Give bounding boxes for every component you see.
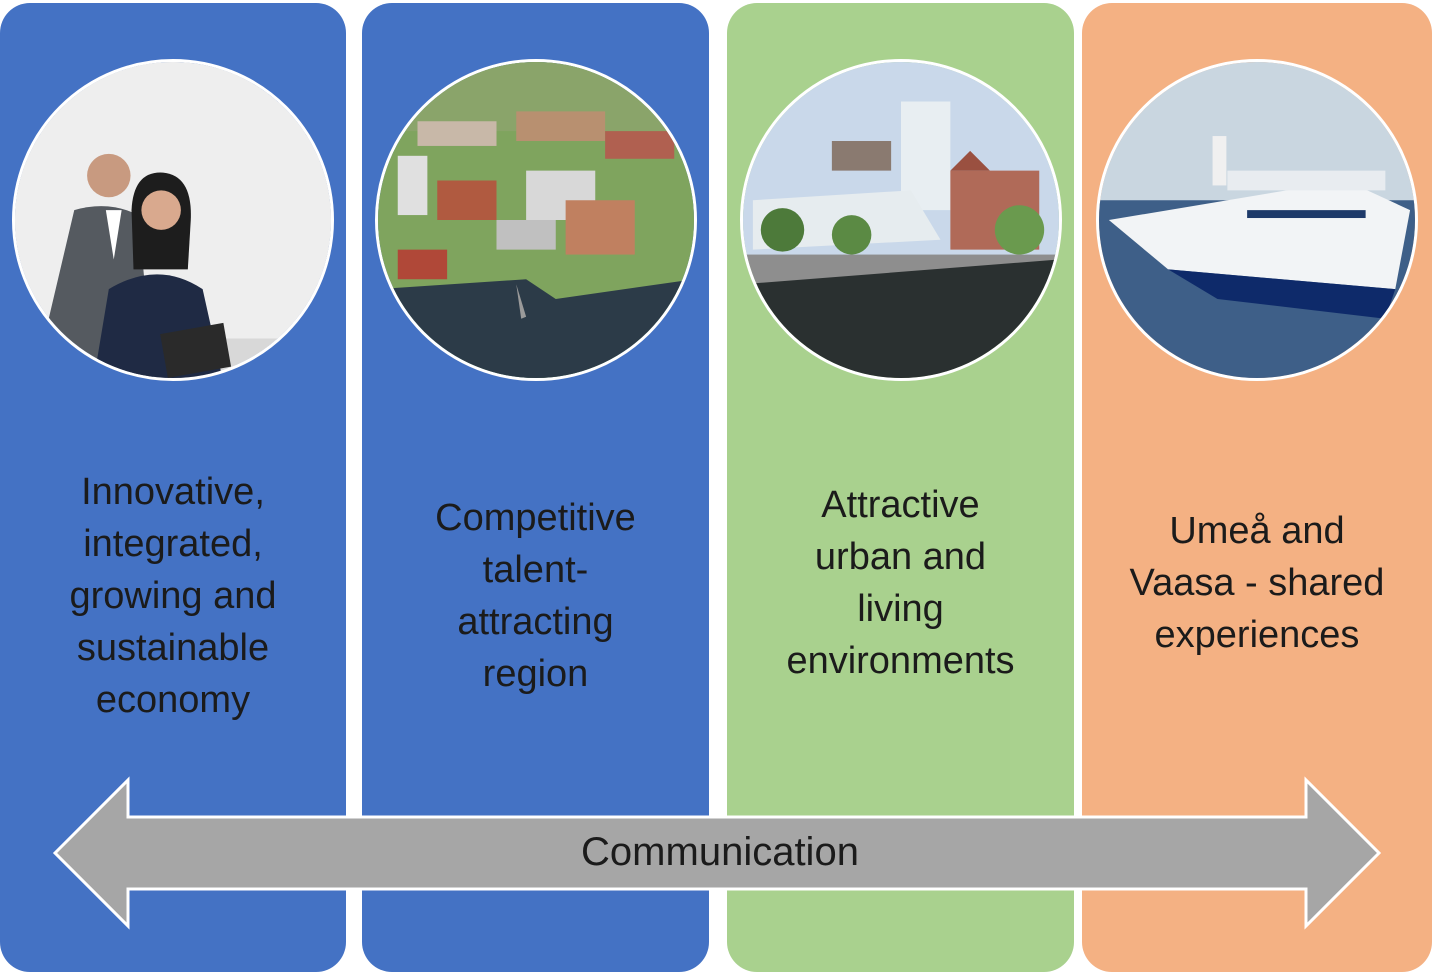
pillar-label: Umeå and Vaasa - shared experiences	[1129, 510, 1385, 656]
pillar-economy: Innovative, integrated, growing and sust…	[0, 3, 346, 972]
waterfront-city-photo	[739, 59, 1062, 381]
pillar-label: Attractive urban and living environments	[786, 484, 1015, 682]
pillar-shared-experiences: Umeå and Vaasa - shared experiences	[1082, 3, 1432, 972]
pillar-label: Innovative, integrated, growing and sust…	[69, 471, 277, 721]
campus-aerial-photo	[374, 59, 697, 381]
people-photo-image	[15, 62, 331, 378]
ferry-image	[1099, 62, 1415, 378]
communication-label: Communication	[581, 830, 859, 874]
people-photo	[12, 59, 334, 381]
waterfront-city-image	[742, 62, 1059, 378]
campus-aerial-image	[377, 62, 694, 378]
ferry-photo	[1096, 59, 1418, 381]
pillar-label: Competitive talent- attracting region	[435, 497, 636, 695]
